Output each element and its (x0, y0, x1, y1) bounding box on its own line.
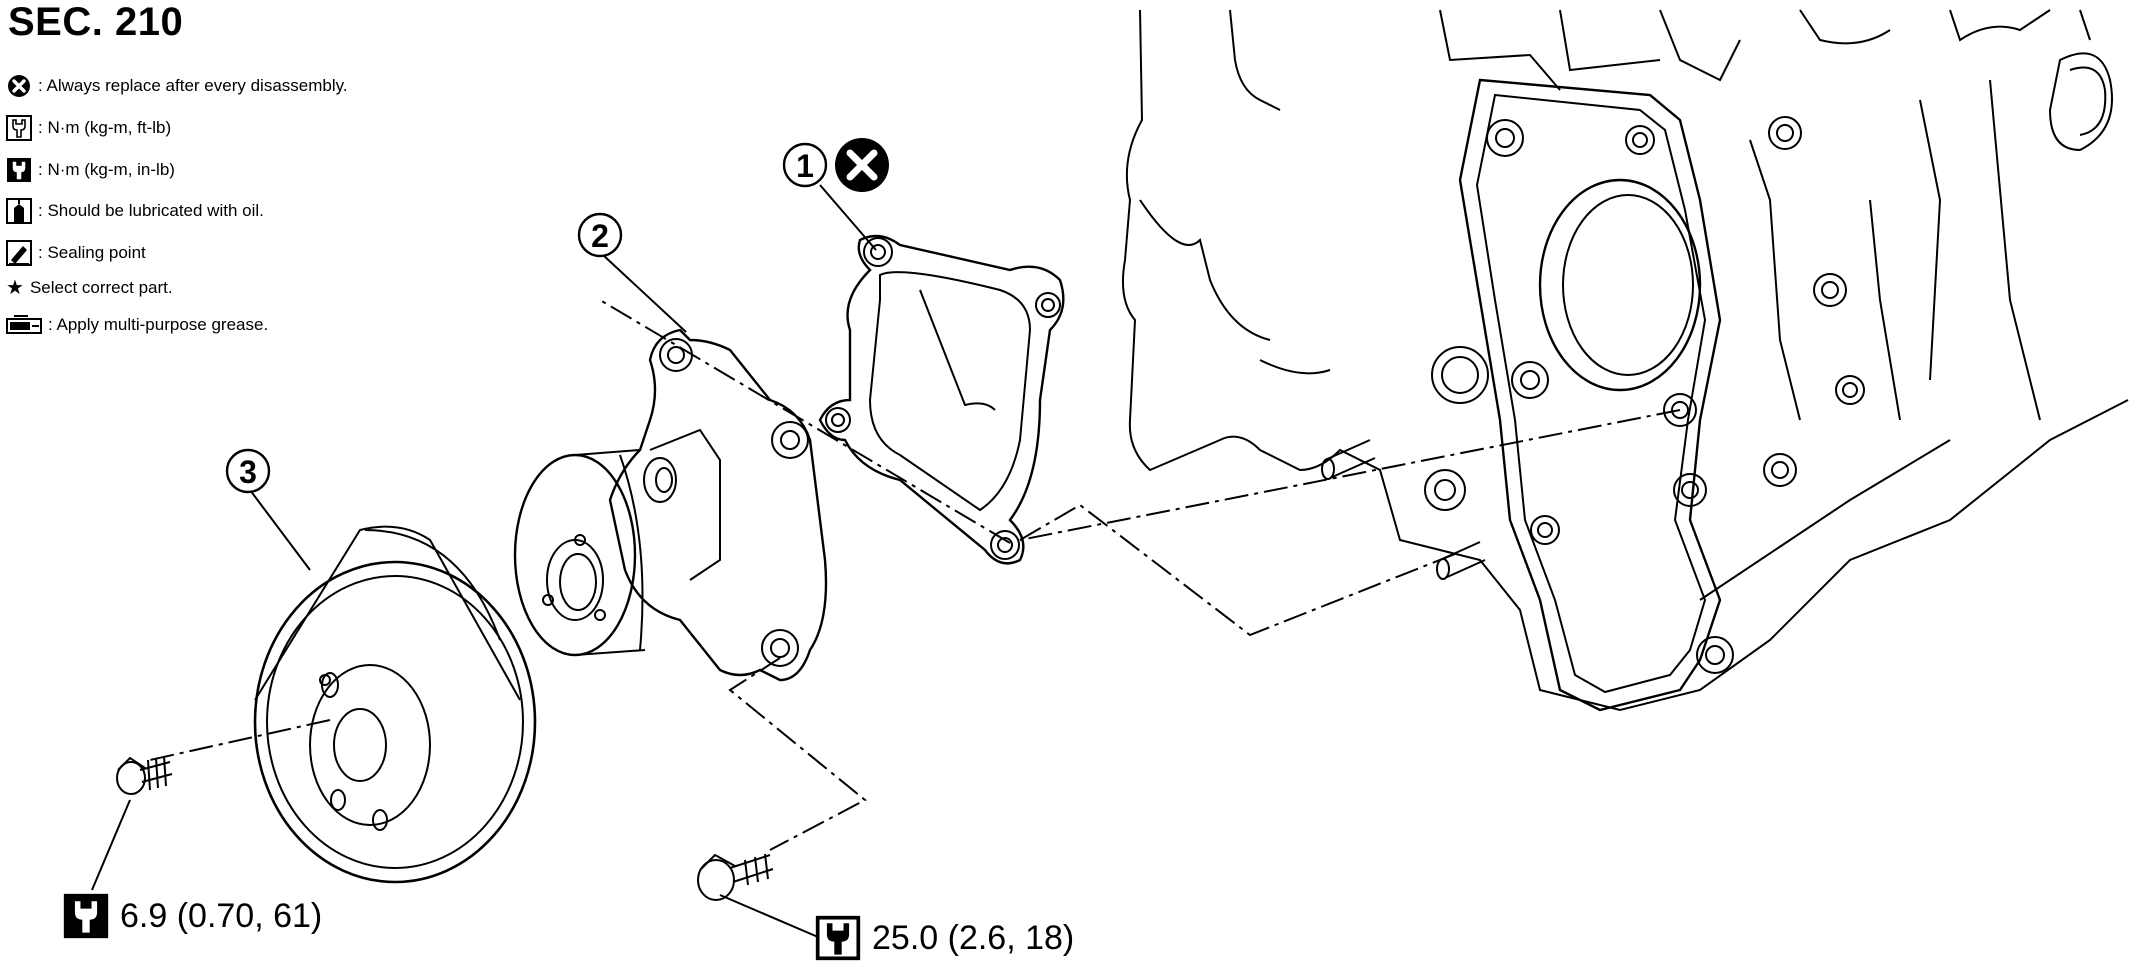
water-pump-pulley (253, 525, 537, 884)
legend-item-torque-ftlb: : N·m (kg-m, ft-lb) (6, 114, 171, 142)
legend-text: : Sealing point (38, 243, 146, 262)
callout-1-label: 1 (796, 148, 814, 184)
pulley-bolt (116, 755, 173, 795)
torque-spec-pulley-bolt: 6.9 (0.70, 61) (62, 892, 322, 940)
legend-text: : Should be lubricated with oil. (38, 201, 264, 220)
replace-icon (8, 75, 30, 97)
torque-inlb-icon (63, 893, 109, 939)
callout-1: 1 (782, 138, 889, 192)
legend-text: Select correct part. (29, 278, 173, 297)
oil-can-icon (6, 198, 32, 224)
water-pump (513, 328, 828, 682)
torque-ftlb-icon (6, 115, 32, 141)
legend-text: : Apply multi-purpose grease. (48, 315, 269, 334)
leader-lines (91, 184, 877, 941)
alignment-lines (149, 299, 1681, 851)
section-title: SEC. 210 (8, 0, 184, 44)
callout-3: 3 (225, 448, 271, 494)
legend-item-select-part: ★ Select correct part. (6, 274, 173, 302)
legend-item-oil: : Should be lubricated with oil. (6, 197, 264, 225)
callout-2: 2 (577, 212, 623, 258)
callout-3-label: 3 (239, 454, 257, 490)
callout-2-label: 2 (591, 218, 609, 254)
legend-text: : N·m (kg-m, in-lb) (38, 160, 175, 179)
sealant-icon (6, 240, 32, 266)
grease-icon (6, 315, 42, 334)
torque-ftlb-icon (815, 915, 861, 961)
cylinder-block (1122, 9, 2129, 712)
legend-item-torque-inlb: : N·m (kg-m, in-lb) (6, 156, 175, 184)
torque-spec-pump-bolt: 25.0 (2.6, 18) (814, 914, 1074, 962)
legend-item-grease: : Apply multi-purpose grease. (6, 311, 268, 339)
torque-value: 6.9 (0.70, 61) (120, 896, 323, 935)
star-icon: ★ (6, 277, 24, 299)
legend-text: : N·m (kg-m, ft-lb) (38, 118, 172, 137)
torque-inlb-icon (7, 158, 31, 182)
pump-bolt (697, 853, 774, 901)
legend-text: : Always replace after every disassembly… (38, 76, 348, 95)
legend-item-sealing: : Sealing point (6, 239, 146, 267)
torque-value: 25.0 (2.6, 18) (872, 918, 1075, 957)
water-pump-gasket (818, 234, 1065, 565)
replace-icon (835, 138, 889, 192)
legend-item-replace: : Always replace after every disassembly… (6, 72, 348, 100)
